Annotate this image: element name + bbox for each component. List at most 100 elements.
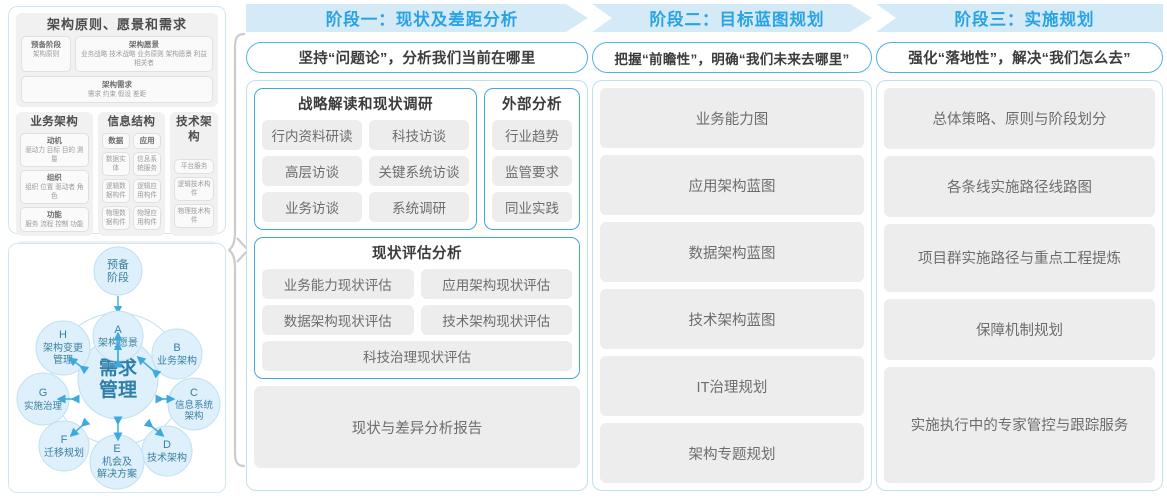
svg-text:技术架构: 技术架构 xyxy=(147,451,187,464)
chip-architecture-topic-plan[interactable]: 架构专题规划 xyxy=(600,423,864,483)
phase-3-chevron xyxy=(876,4,1163,32)
architecture-domain-columns: 业务架构 动机 驱动力 目标 目的 测量 组织 组织 位置 驱动者 角色 功能 … xyxy=(16,112,218,236)
chip-it-governance-assessment[interactable]: 科技治理现状评估 xyxy=(262,341,572,371)
chip-business-capability-map[interactable]: 业务能力图 xyxy=(600,88,864,148)
gap-analysis-report-chip[interactable]: 现状与差异分析报告 xyxy=(254,386,580,468)
svg-text:F: F xyxy=(61,434,68,446)
svg-text:管理: 管理 xyxy=(53,353,73,366)
chip-industry-trend[interactable]: 行业趋势 xyxy=(492,120,572,150)
svg-text:解决方案: 解决方案 xyxy=(97,467,137,480)
architecture-vision-head: 架构愿景 xyxy=(129,40,159,49)
chip-technology-architecture-blueprint[interactable]: 技术架构蓝图 xyxy=(600,289,864,349)
current-state-assessment-title: 现状评估分析 xyxy=(372,246,462,262)
logical-application-component-cell: 逻辑应用构件 xyxy=(132,179,162,203)
phase-2-header[interactable]: 阶段二：目标蓝图规划 xyxy=(592,0,872,36)
phase-2-item-list: 业务能力图 应用架构蓝图 数据架构蓝图 技术架构蓝图 IT治理规划 架构专题规划 xyxy=(600,88,864,483)
phase-1-chevron xyxy=(246,4,588,32)
chip-data-architecture-blueprint[interactable]: 数据架构蓝图 xyxy=(600,222,864,282)
external-analysis-title: 外部分析 xyxy=(502,97,562,113)
svg-text:信息系统: 信息系统 xyxy=(175,399,214,411)
business-architecture-column: 业务架构 动机 驱动力 目标 目的 测量 组织 组织 位置 驱动者 角色 功能 … xyxy=(16,112,93,236)
motivation-cell: 动机 驱动力 目标 目的 测量 xyxy=(20,133,89,167)
phase-1-body: 战略解读和现状调研 行内资料研读 科技访谈 高层访谈 关键系统访谈 业务访谈 系… xyxy=(246,80,588,491)
chip-assurance-mechanism-plan[interactable]: 保障机制规划 xyxy=(884,298,1155,360)
phase-1-title: 阶段一：现状及差距分析 xyxy=(325,11,519,29)
strategy-row-1: 行内资料研读 科技访谈 xyxy=(262,120,469,150)
phase-2-title: 阶段二：目标蓝图规划 xyxy=(649,11,825,29)
organization-cell: 组织 组织 位置 驱动者 角色 xyxy=(20,170,89,204)
chip-program-roadmap-key-projects[interactable]: 项目群实施路径与重点工程提炼 xyxy=(884,224,1155,292)
chip-regulatory-requirement[interactable]: 监管要求 xyxy=(492,156,572,186)
togaf-row-1: 预备阶段 架构原则 架构愿景 业务战略 技术战略 业务原则 架构愿景 利益相关者 xyxy=(21,36,213,72)
strategy-research-card: 战略解读和现状调研 行内资料研读 科技访谈 高层访谈 关键系统访谈 业务访谈 系… xyxy=(254,88,477,230)
application-head-cell: 应用 xyxy=(132,133,162,149)
data-subcolumn: 数据 数据实体 逻辑数据构件 物理数据构件 xyxy=(101,130,130,230)
business-architecture-title: 业务架构 xyxy=(30,116,79,128)
adm-node-b xyxy=(151,328,203,380)
chip-it-governance-plan[interactable]: IT治理规划 xyxy=(600,356,864,416)
prelim-phase-body: 架构原则 xyxy=(32,51,60,58)
external-analysis-card: 外部分析 行业趋势 监管要求 同业实践 xyxy=(484,88,580,230)
phase-3-subtitle: 强化“落地性”，解决“我们怎么去” xyxy=(876,42,1163,73)
physical-data-component-cell: 物理数据构件 xyxy=(101,206,130,230)
chip-tech-interview[interactable]: 科技访谈 xyxy=(369,120,469,150)
chip-system-survey[interactable]: 系统调研 xyxy=(369,192,469,222)
architecture-vision-body: 业务战略 技术战略 业务原则 架构愿景 利益相关者 xyxy=(80,51,207,67)
svg-text:阶段: 阶段 xyxy=(107,270,129,284)
chip-peer-practice[interactable]: 同业实践 xyxy=(492,192,572,222)
architecture-requirements-head: 架构需求 xyxy=(102,80,132,89)
phase-3-title: 阶段三：实施规划 xyxy=(954,11,1095,29)
chip-application-architecture-blueprint[interactable]: 应用架构蓝图 xyxy=(600,155,864,215)
technology-architecture-title: 技术架构 xyxy=(176,116,213,143)
phase-3-item-list: 总体策略、原则与阶段划分 各条线实施路径线路图 项目群实施路径与重点工程提炼 保… xyxy=(884,88,1155,484)
svg-text:B: B xyxy=(173,342,180,354)
chip-exec-interview[interactable]: 高层访谈 xyxy=(262,156,362,186)
logical-technology-component-cell: 逻辑技术构件 xyxy=(174,177,214,201)
adm-node-prelim xyxy=(93,246,143,296)
architecture-requirements-body: 需求 约束 假设 差距 xyxy=(87,91,147,98)
svg-text:业务架构: 业务架构 xyxy=(157,354,197,367)
adm-node-c xyxy=(167,377,221,431)
phase-1-top-row: 战略解读和现状调研 行内资料研读 科技访谈 高层访谈 关键系统访谈 业务访谈 系… xyxy=(254,88,580,230)
chip-application-architecture-assessment[interactable]: 应用架构现状评估 xyxy=(420,269,572,299)
phase-3-body: 总体策略、原则与阶段划分 各条线实施路径线路图 项目群实施路径与重点工程提炼 保… xyxy=(876,80,1163,491)
svg-text:机会及: 机会及 xyxy=(102,455,132,468)
chip-overall-strategy-principles[interactable]: 总体策略、原则与阶段划分 xyxy=(884,88,1155,150)
adm-node-d xyxy=(141,425,193,477)
chip-line-implementation-roadmap[interactable]: 各条线实施路径线路图 xyxy=(884,156,1155,218)
phase-3-header[interactable]: 阶段三：实施规划 xyxy=(876,0,1163,36)
adm-cycle-diagram: 需求 管理 预备 阶段 A 架构愿景 B 业务架构 C xyxy=(16,246,221,490)
strategy-row-2: 高层访谈 关键系统访谈 xyxy=(262,156,469,186)
phase-2-subtitle: 把握“前瞻性”，明确“我们未来去哪里” xyxy=(592,42,872,73)
svg-text:迁移规划: 迁移规划 xyxy=(44,446,84,459)
physical-application-component-cell: 物理应用构件 xyxy=(132,206,162,230)
phase-1-subtitle: 坚持“问题论”，分析我们当前在哪里 xyxy=(246,42,588,73)
chip-key-system-interview[interactable]: 关键系统访谈 xyxy=(369,156,469,186)
architecture-requirements-cell: 架构需求 需求 约束 假设 差距 xyxy=(21,76,213,103)
phase-2-body: 业务能力图 应用架构蓝图 数据架构蓝图 技术架构蓝图 IT治理规划 架构专题规划 xyxy=(592,80,872,491)
svg-text:D: D xyxy=(163,439,171,451)
adm-node-f xyxy=(38,420,90,472)
chip-technology-architecture-assessment[interactable]: 技术架构现状评估 xyxy=(420,305,572,335)
chip-data-architecture-assessment[interactable]: 数据架构现状评估 xyxy=(262,305,414,335)
platform-service-cell: 平台服务 xyxy=(174,159,214,174)
information-system-service-cell: 信息系统服务 xyxy=(132,152,162,176)
svg-text:架构: 架构 xyxy=(184,410,203,422)
togaf-content-framework-card: 架构原则、愿景和需求 预备阶段 架构原则 架构愿景 业务战略 技术战略 业务原则… xyxy=(8,6,226,282)
chip-business-interview[interactable]: 业务访谈 xyxy=(262,192,362,222)
svg-text:G: G xyxy=(39,387,48,399)
architecture-principles-group: 架构原则、愿景和需求 预备阶段 架构原则 架构愿景 业务战略 技术战略 业务原则… xyxy=(16,13,218,107)
togaf-title: 架构原则、愿景和需求 xyxy=(46,17,187,32)
phase-1-header[interactable]: 阶段一：现状及差距分析 xyxy=(246,0,588,36)
phase-3-column: 阶段三：实施规划 强化“落地性”，解决“我们怎么去” 总体策略、原则与阶段划分 … xyxy=(876,0,1163,499)
chip-business-capability-assessment[interactable]: 业务能力现状评估 xyxy=(262,269,414,299)
application-subcolumn: 应用 信息系统服务 逻辑应用构件 物理应用构件 xyxy=(132,130,162,230)
adm-center-line2: 管理 xyxy=(99,378,137,401)
prelim-phase-head: 预备阶段 xyxy=(31,40,61,49)
chip-internal-docs[interactable]: 行内资料研读 xyxy=(262,120,362,150)
assessment-row-3: 科技治理现状评估 xyxy=(262,341,572,371)
physical-technology-component-cell: 物理技术构件 xyxy=(174,204,214,228)
chip-expert-control-tracking-service[interactable]: 实施执行中的专家管控与跟踪服务 xyxy=(884,366,1155,484)
phase-1-column: 阶段一：现状及差距分析 坚持“问题论”，分析我们当前在哪里 战略解读和现状调研 … xyxy=(246,0,588,499)
